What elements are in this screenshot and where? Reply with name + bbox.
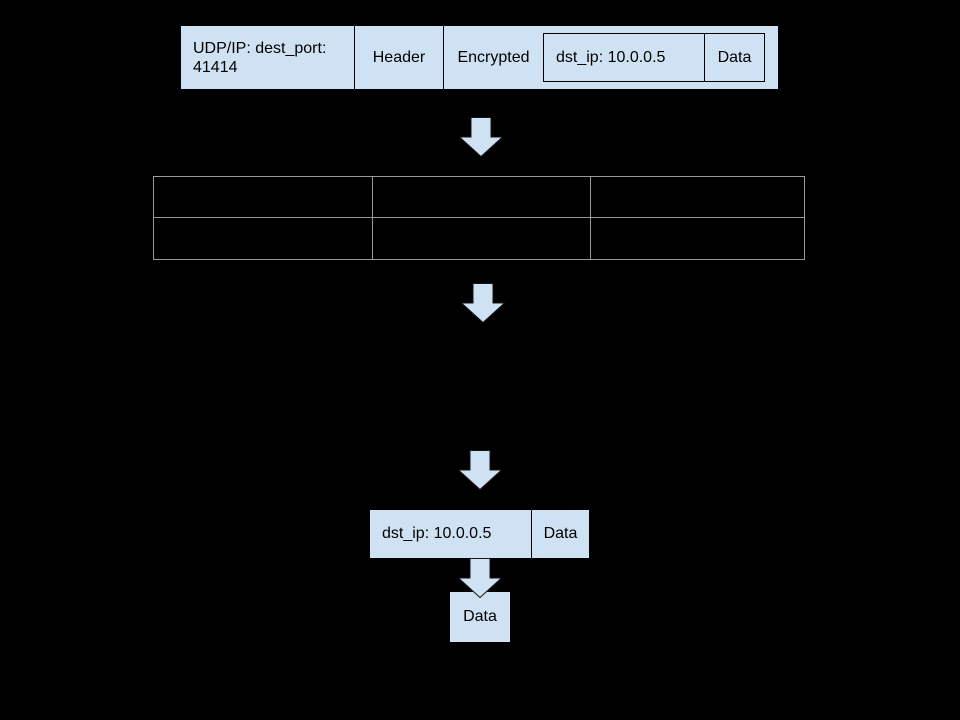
inner-plaintext-packet-box: dst_ip: 10.0.0.5 Data	[543, 33, 765, 82]
table-cell	[154, 177, 373, 218]
encrypted-packet-box: UDP/IP: dest_port: 41414 Header Encrypte…	[181, 26, 778, 89]
data-cell: Data	[543, 525, 578, 542]
table-cell	[373, 218, 591, 259]
dst-ip-cell: dst_ip: 10.0.0.5	[370, 510, 532, 558]
down-arrow-icon-2	[461, 283, 505, 323]
payload-data-box: Data	[450, 592, 510, 642]
routing-table	[153, 176, 805, 260]
table-cell	[373, 177, 591, 218]
udp-ip-segment: UDP/IP: dest_port: 41414	[181, 26, 355, 89]
down-arrow-icon-1	[459, 117, 503, 157]
encrypted-label: Encrypted	[457, 48, 530, 66]
encrypted-segment: Encrypted dst_ip: 10.0.0.5 Data	[444, 26, 778, 89]
table-cell	[154, 218, 373, 259]
udp-ip-label: UDP/IP: dest_port: 41414	[193, 39, 327, 76]
down-arrow-icon-4	[458, 558, 502, 598]
table-cell	[591, 218, 804, 259]
inner-data-cell: Data	[717, 48, 752, 66]
header-label: Header	[372, 48, 426, 66]
table-cell	[591, 177, 804, 218]
decrypted-packet-box: dst_ip: 10.0.0.5 Data	[370, 510, 589, 558]
inner-dst-ip-cell: dst_ip: 10.0.0.5	[544, 34, 705, 81]
down-arrow-icon-3	[458, 450, 502, 490]
header-segment: Header	[355, 26, 444, 89]
